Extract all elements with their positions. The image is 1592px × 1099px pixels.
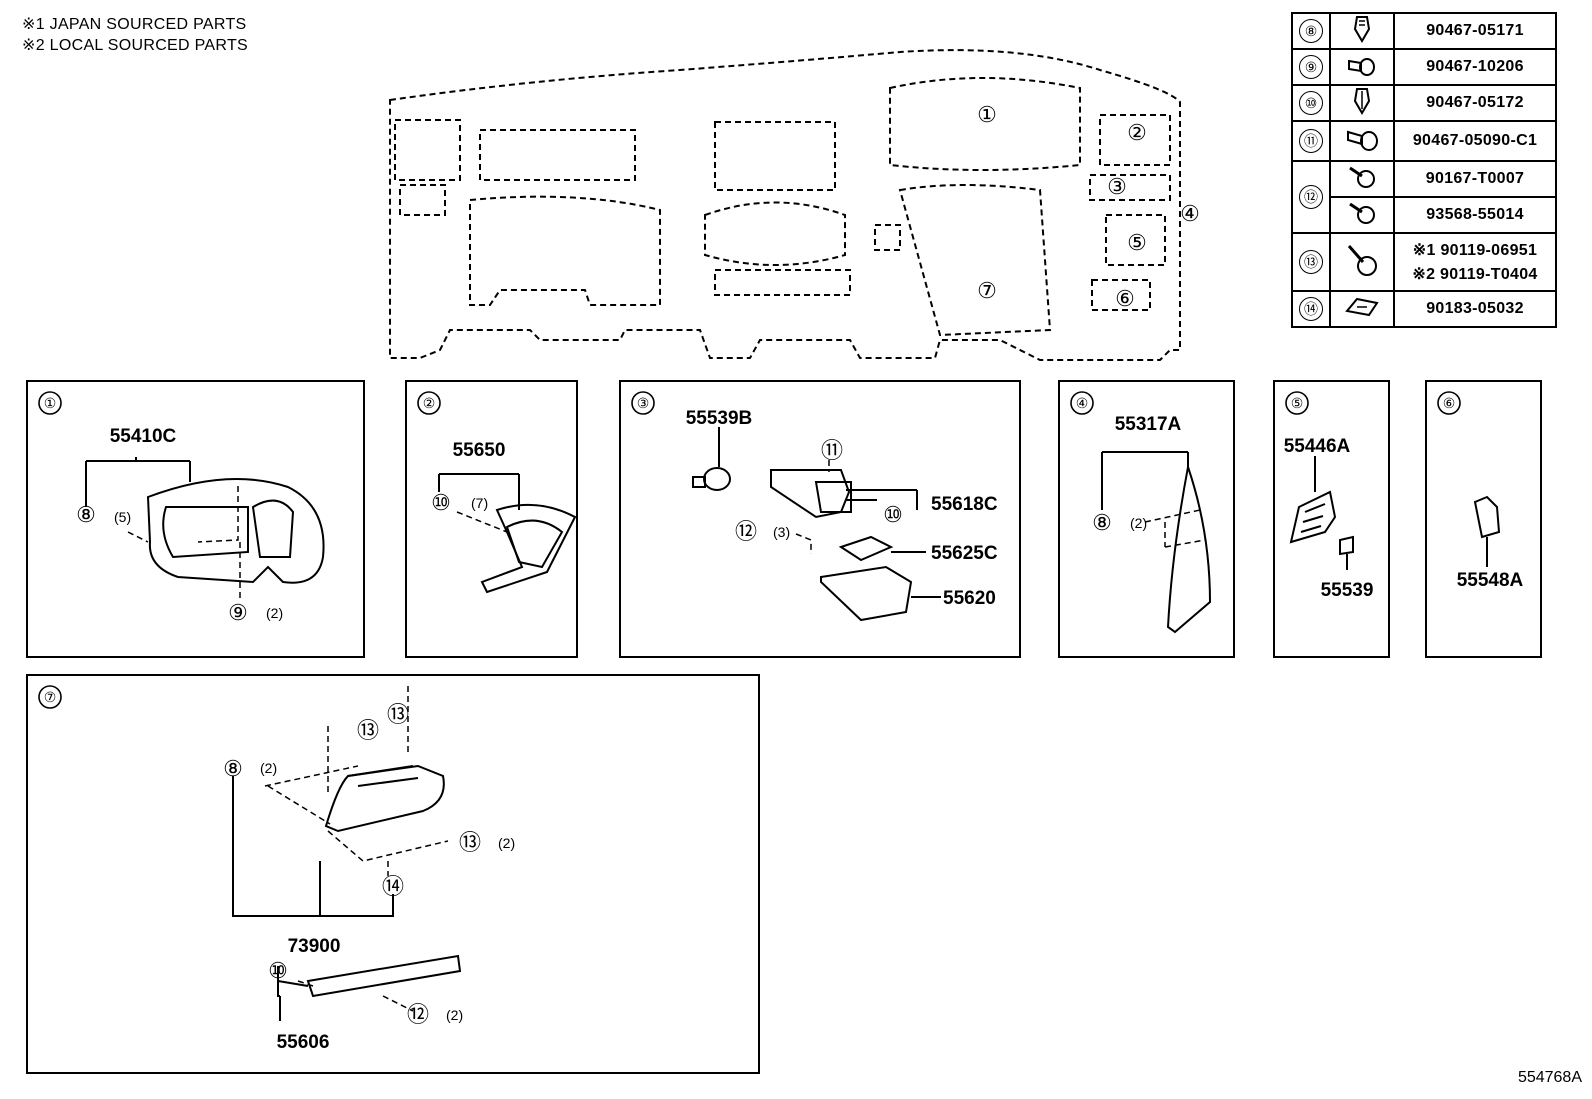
callout-13b: ⑬ bbox=[387, 702, 409, 727]
part-number: ※1 90119-06951 bbox=[1412, 242, 1538, 259]
table-row: ⑬ ※1 90119-06951 ※2 90119-T0404 bbox=[1291, 232, 1557, 292]
screw-icon bbox=[1329, 196, 1395, 234]
overview-callout-4: ④ bbox=[1180, 201, 1200, 226]
part-55317A: 55317A bbox=[1115, 414, 1182, 435]
panel-7: ⑦ ⑬ ⑬ ⑧ (2) ⑬ (2) ⑭ 73900 ⑩ ⑫ (2) 55606 bbox=[26, 674, 760, 1074]
panel-7-label: ⑦ bbox=[44, 689, 57, 705]
qty-12: (3) bbox=[773, 524, 790, 540]
callout-10: ⑩ bbox=[268, 958, 288, 983]
callout-8: ⑧ bbox=[223, 756, 243, 781]
part-callout: ⑧ bbox=[1299, 19, 1323, 43]
panel-4-label: ④ bbox=[1076, 395, 1089, 411]
callout-9: ⑨ bbox=[228, 600, 248, 625]
clip-icon bbox=[1329, 84, 1395, 122]
part-55410C: 55410C bbox=[110, 426, 177, 447]
note-japan: ※1 JAPAN SOURCED PARTS bbox=[22, 16, 247, 33]
part-55625C: 55625C bbox=[931, 543, 998, 564]
callout-12: ⑫ bbox=[407, 1002, 429, 1027]
part-callout: ⑫ bbox=[1299, 185, 1323, 209]
panel-3-label: ③ bbox=[637, 395, 650, 411]
table-row: ⑩ 90467-05172 bbox=[1291, 84, 1557, 122]
part-callout: ⑩ bbox=[1299, 91, 1323, 115]
callout-13c: ⑬ bbox=[459, 830, 481, 855]
part-55548A: 55548A bbox=[1457, 570, 1524, 591]
part-55446A: 55446A bbox=[1284, 436, 1351, 457]
part-callout: ⑨ bbox=[1299, 55, 1323, 79]
panel-3: ③ 55539B ⑪ 55618C ⑩ ⑫ (3) 55625C 55620 bbox=[619, 380, 1021, 658]
qty-8: (5) bbox=[114, 509, 131, 525]
clip-icon bbox=[1329, 12, 1395, 50]
panel-6: ⑥ 55548A bbox=[1425, 380, 1542, 658]
panel-2: ② 55650 ⑩ (7) bbox=[405, 380, 578, 658]
panel-5-label: ⑤ bbox=[1291, 395, 1304, 411]
table-row: ⑨ 90467-10206 bbox=[1291, 48, 1557, 86]
part-number: ※2 90119-T0404 bbox=[1412, 266, 1538, 283]
qty-10: (7) bbox=[471, 495, 488, 511]
part-number: 90467-10206 bbox=[1393, 48, 1557, 86]
parts-table: ⑧ 90467-05171 ⑨ 90467-10206 ⑩ 90467-0517… bbox=[1291, 12, 1557, 328]
table-row: ⑧ 90467-05171 bbox=[1291, 12, 1557, 50]
overview-callout-1: ① bbox=[977, 102, 997, 127]
nut-icon bbox=[1329, 290, 1395, 328]
panel-4: ④ 55317A ⑧ (2) bbox=[1058, 380, 1235, 658]
part-73900: 73900 bbox=[288, 936, 341, 957]
push-pin-icon bbox=[1329, 48, 1395, 86]
table-row: ⑪ 90467-05090-C1 bbox=[1291, 120, 1557, 162]
callout-11: ⑪ bbox=[821, 438, 843, 463]
qty-8: (2) bbox=[1130, 515, 1147, 531]
callout-13a: ⑬ bbox=[357, 718, 379, 743]
panel-5: ⑤ 55446A 55539 bbox=[1273, 380, 1390, 658]
part-55539: 55539 bbox=[1321, 580, 1374, 601]
note-local: ※2 LOCAL SOURCED PARTS bbox=[22, 37, 248, 54]
part-55620: 55620 bbox=[943, 588, 996, 609]
panel-6-label: ⑥ bbox=[1443, 395, 1456, 411]
part-callout: ⑭ bbox=[1299, 297, 1323, 321]
qty-13: (2) bbox=[498, 835, 515, 851]
screw-icon bbox=[1329, 160, 1395, 198]
qty-9: (2) bbox=[266, 605, 283, 621]
part-55618C: 55618C bbox=[931, 494, 998, 515]
callout-8: ⑧ bbox=[76, 502, 96, 527]
callout-10: ⑩ bbox=[883, 502, 903, 527]
callout-10: ⑩ bbox=[431, 490, 451, 515]
part-55539B: 55539B bbox=[686, 408, 753, 429]
notes: ※1 JAPAN SOURCED PARTS ※2 LOCAL SOURCED … bbox=[22, 14, 248, 56]
callout-8: ⑧ bbox=[1092, 510, 1112, 535]
part-callout: ⑪ bbox=[1299, 129, 1323, 153]
overview-callout-2: ② bbox=[1127, 120, 1147, 145]
part-number: 93568-55014 bbox=[1393, 196, 1557, 234]
overview-callout-3: ③ bbox=[1107, 174, 1127, 199]
qty-8: (2) bbox=[260, 760, 277, 776]
part-number: 90167-T0007 bbox=[1393, 160, 1557, 198]
dashboard-overview: ① ② ③ ④ ⑤ ⑥ ⑦ bbox=[389, 49, 1200, 361]
qty-12: (2) bbox=[446, 1007, 463, 1023]
panel-2-label: ② bbox=[423, 395, 436, 411]
panel-1-label: ① bbox=[44, 395, 57, 411]
part-55650: 55650 bbox=[453, 440, 506, 461]
panel-1: ① 55410C ⑧ (5) ⑨ (2) bbox=[26, 380, 365, 658]
overview-callout-6: ⑥ bbox=[1115, 286, 1135, 311]
table-row: ⑭ 90183-05032 bbox=[1291, 290, 1557, 328]
bolt-icon bbox=[1329, 232, 1395, 292]
part-number: 90183-05032 bbox=[1393, 290, 1557, 328]
part-number: 90467-05171 bbox=[1393, 12, 1557, 50]
callout-12: ⑫ bbox=[735, 519, 757, 544]
table-row: 93568-55014 bbox=[1292, 196, 1557, 234]
overview-callout-7: ⑦ bbox=[977, 278, 997, 303]
callout-14: ⑭ bbox=[382, 874, 404, 899]
part-number: 90467-05090-C1 bbox=[1393, 120, 1557, 162]
overview-callout-5: ⑤ bbox=[1127, 230, 1147, 255]
table-row: ⑫ 90167-T0007 bbox=[1291, 160, 1557, 234]
rivet-icon bbox=[1329, 120, 1395, 162]
part-55606: 55606 bbox=[277, 1032, 330, 1053]
part-number: 90467-05172 bbox=[1393, 84, 1557, 122]
part-callout: ⑬ bbox=[1299, 250, 1323, 274]
diagram-code: 554768A bbox=[1517, 1069, 1582, 1086]
